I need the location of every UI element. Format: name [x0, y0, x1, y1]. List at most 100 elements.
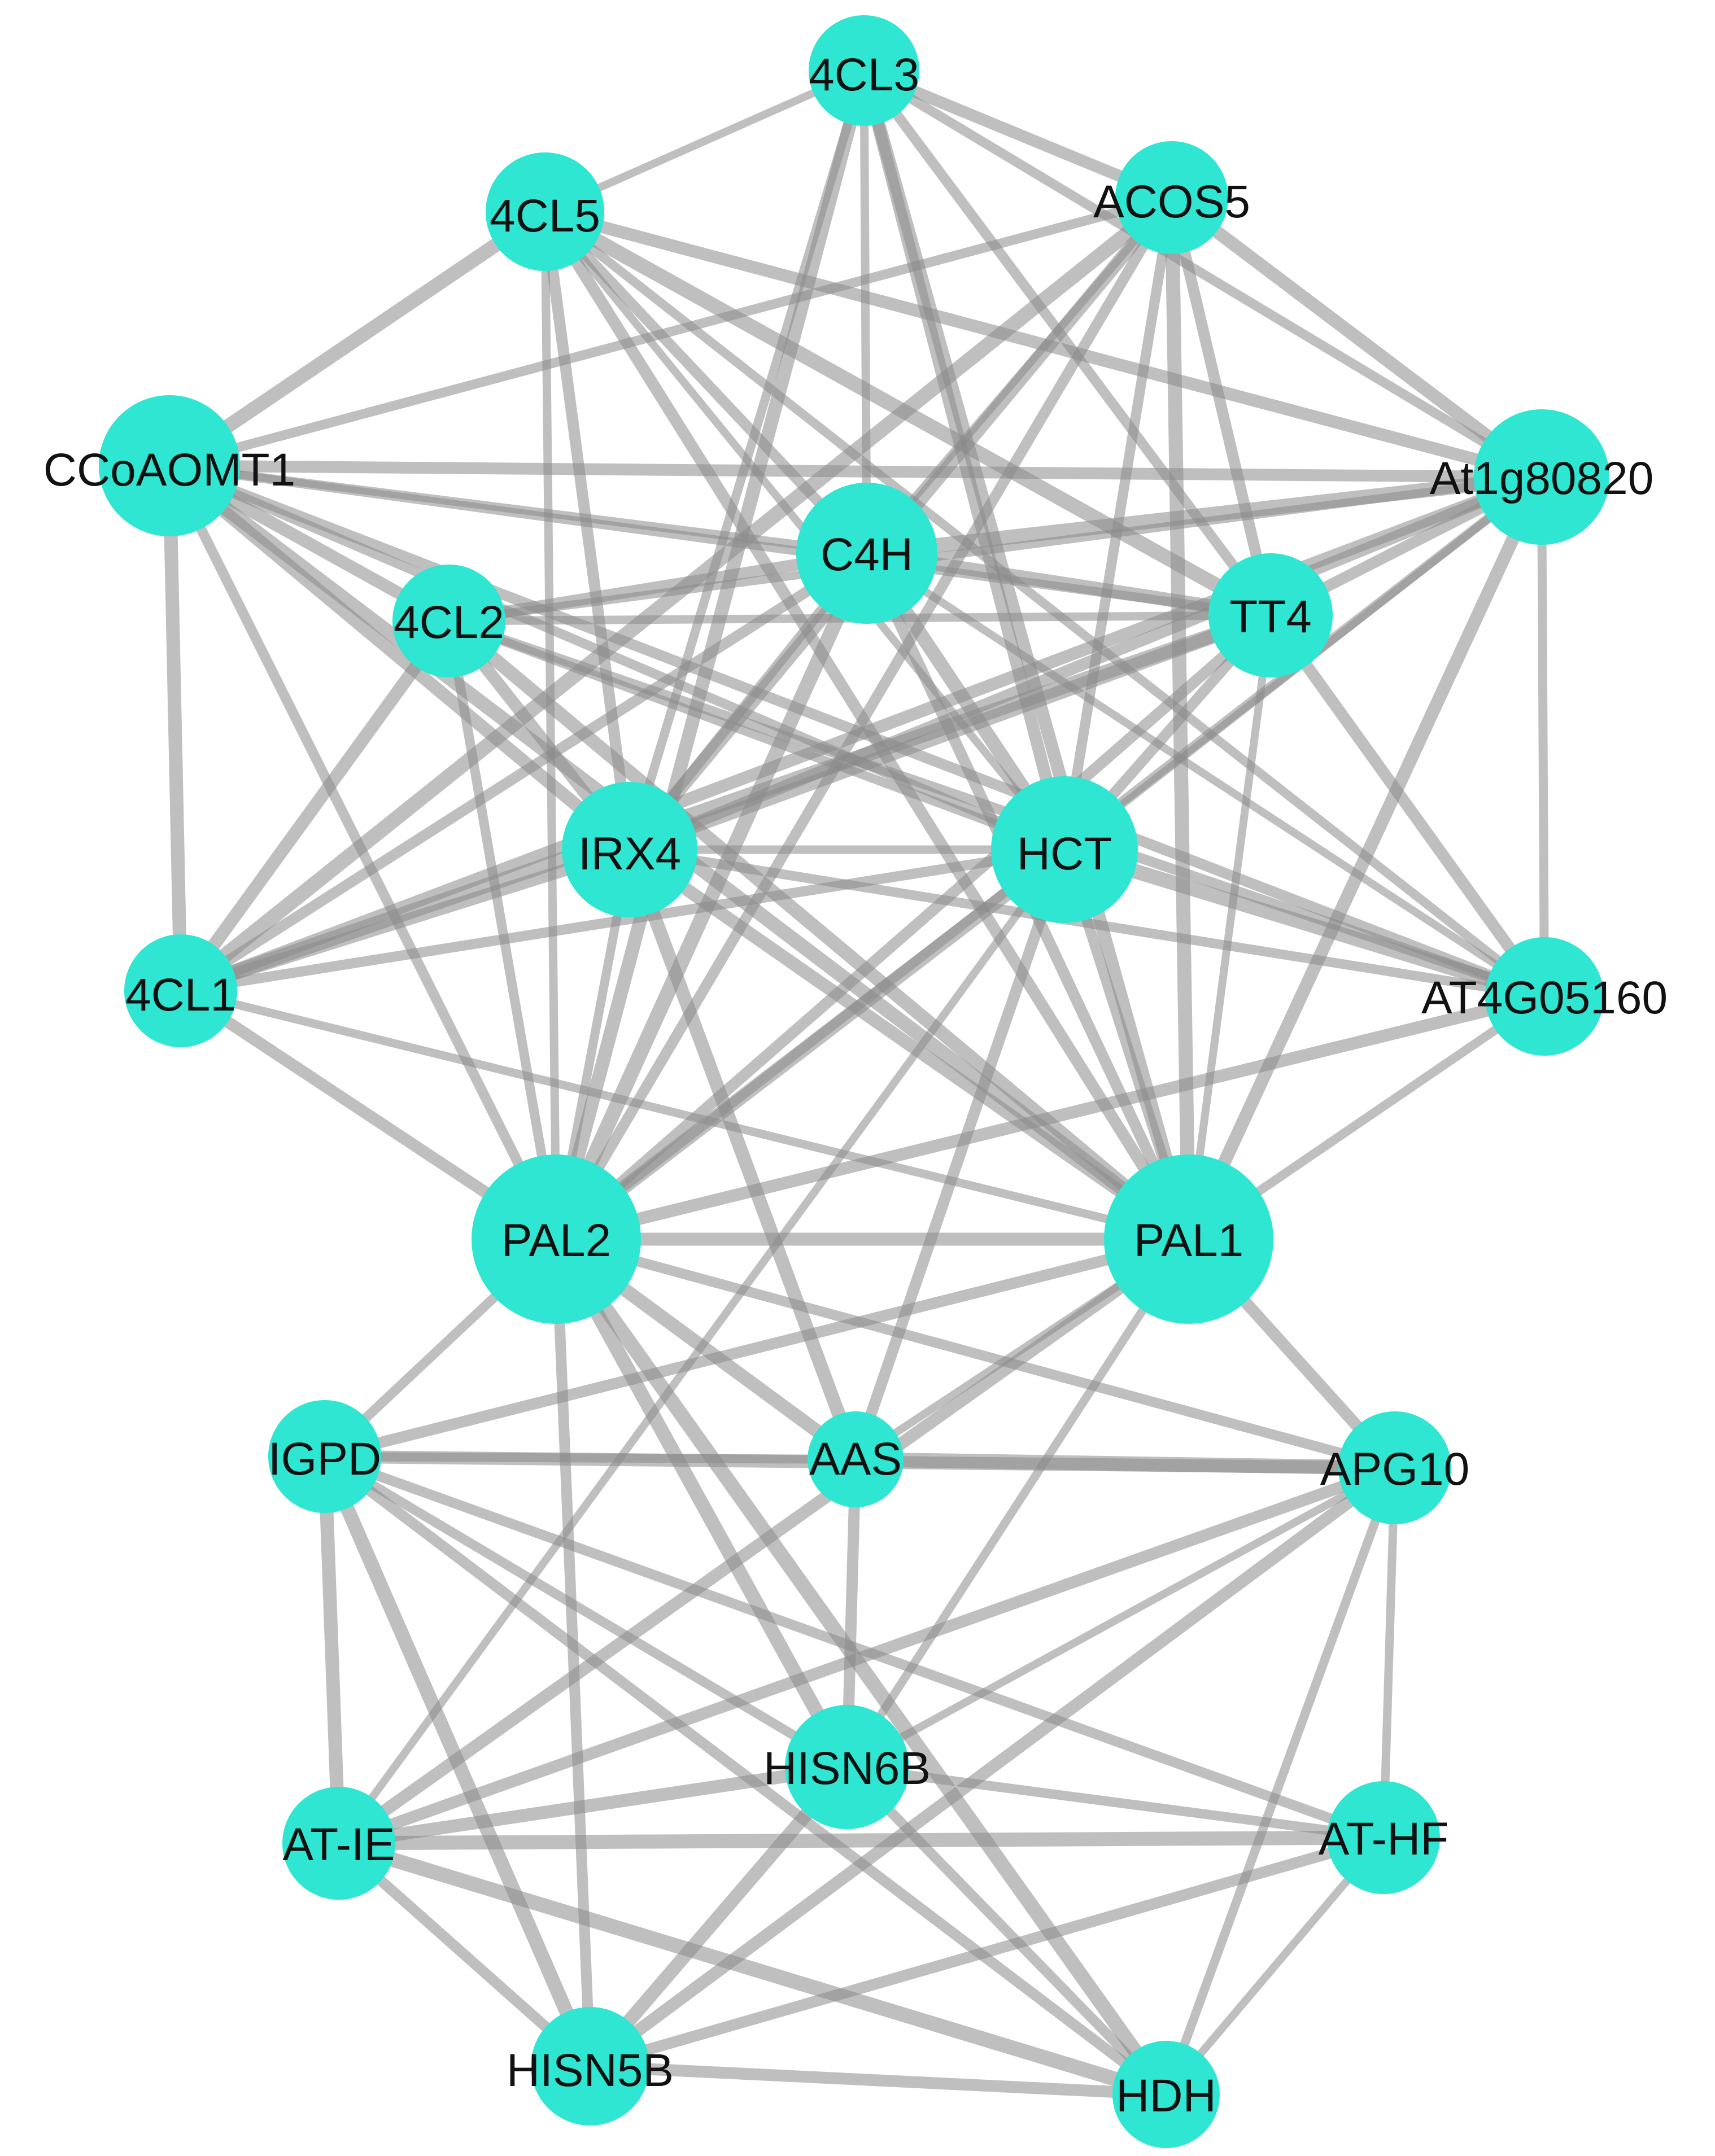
node-circle-HDH[interactable]: [1112, 2041, 1220, 2148]
edge-HISN6B-HISN5B: [584, 1763, 853, 2071]
edge-TT4-AT4G05160: [1265, 611, 1550, 1000]
edge-APG10-AT-HF: [1379, 1467, 1399, 1838]
edge-CCoAOMT1-At1g80820: [169, 460, 1542, 483]
node-circle-4CL3[interactable]: [809, 15, 919, 126]
node-circle-TT4[interactable]: [1208, 553, 1333, 677]
node-label-CCoAOMT1: CCoAOMT1: [43, 444, 296, 496]
edge-AT-HF-HISN5B: [588, 1832, 1385, 2072]
node-At1g80820[interactable]: At1g80820: [1430, 409, 1654, 545]
node-circle-CCoAOMT1[interactable]: [99, 395, 240, 536]
edge-HISN5B-HDH: [590, 2060, 1167, 2101]
node-label-IRX4: IRX4: [578, 828, 681, 880]
node-circle-HCT[interactable]: [991, 776, 1138, 923]
node-CCoAOMT1[interactable]: CCoAOMT1: [43, 395, 296, 536]
node-circle-AAS[interactable]: [808, 1411, 904, 1507]
edge-AT-IE-AT-HF: [338, 1830, 1384, 1851]
edge-HCT-AT4G05160: [1062, 842, 1547, 1004]
node-PAL2[interactable]: PAL2: [472, 1154, 641, 1324]
edge-APG10-AT-IE: [337, 1462, 1397, 1849]
node-HISN5B[interactable]: HISN5B: [507, 2007, 674, 2126]
edge-4CL1-PAL1: [180, 986, 1190, 1244]
edge-TT4-PAL1: [1185, 615, 1275, 1240]
edge-4CL2-PAL2: [444, 620, 561, 1240]
node-circle-AT-HF[interactable]: [1327, 1781, 1440, 1894]
node-label-AT4G05160: AT4G05160: [1421, 972, 1668, 1024]
node-circle-APG10[interactable]: [1338, 1411, 1451, 1524]
edge-IGPD-AT-IE: [318, 1456, 346, 1844]
node-label-ACOS5: ACOS5: [1093, 176, 1250, 228]
node-AAS[interactable]: AAS: [808, 1411, 904, 1507]
node-circle-4CL1[interactable]: [124, 934, 237, 1047]
node-4CL5[interactable]: 4CL5: [486, 152, 604, 271]
edge-4CL5-AT4G05160: [542, 208, 1547, 1000]
node-ACOS5[interactable]: ACOS5: [1093, 141, 1250, 254]
node-label-IGPD: IGPD: [268, 1433, 381, 1485]
node-circle-IGPD[interactable]: [268, 1400, 381, 1513]
node-C4H[interactable]: C4H: [796, 483, 937, 624]
node-circle-AT-IE[interactable]: [282, 1787, 395, 1900]
node-label-AAS: AAS: [809, 1433, 902, 1485]
node-circle-4CL5[interactable]: [486, 152, 604, 271]
node-label-4CL3: 4CL3: [809, 49, 919, 100]
edge-HISN6B-AT-IE: [338, 1760, 848, 1850]
node-label-4CL1: 4CL1: [125, 969, 236, 1021]
node-label-HDH: HDH: [1116, 2070, 1216, 2122]
node-label-PAL2: PAL2: [501, 1215, 612, 1266]
edge-4CL5-IRX4: [539, 211, 635, 851]
node-4CL3[interactable]: 4CL3: [809, 15, 919, 126]
edge-HCT-4CL1: [180, 845, 1066, 996]
node-circle-At1g80820[interactable]: [1474, 409, 1609, 545]
edge-PAL1-IGPD: [323, 1234, 1190, 1462]
edge-4CL5-C4H: [541, 208, 871, 557]
edge-CCoAOMT1-PAL2: [164, 463, 561, 1242]
edge-PAL1-AT-IE: [335, 1234, 1193, 1848]
node-circle-C4H[interactable]: [796, 483, 937, 624]
node-circle-PAL2[interactable]: [472, 1154, 641, 1324]
node-4CL2[interactable]: 4CL2: [392, 565, 505, 677]
node-circle-HISN5B[interactable]: [531, 2007, 649, 2126]
edge-ACOS5-C4H: [863, 195, 1175, 556]
node-IRX4[interactable]: IRX4: [562, 782, 697, 917]
edge-AT-IE-HDH: [337, 1836, 1168, 2102]
node-AT-HF[interactable]: AT-HF: [1319, 1781, 1449, 1894]
node-PAL1[interactable]: PAL1: [1104, 1154, 1273, 1324]
node-label-HISN6B: HISN6B: [763, 1743, 931, 1794]
edge-IRX4-PAL1: [626, 844, 1193, 1245]
edge-C4H-PAL2: [549, 550, 874, 1243]
node-label-TT4: TT4: [1229, 591, 1312, 642]
edge-C4H-4CL1: [177, 548, 870, 996]
node-label-HCT: HCT: [1017, 828, 1112, 880]
node-HISN6B[interactable]: HISN6B: [763, 1705, 931, 1829]
edge-APG10-HISN6B: [845, 1464, 1397, 1771]
node-HDH[interactable]: HDH: [1112, 2041, 1220, 2148]
edge-4CL2-PAL1: [444, 615, 1193, 1245]
node-APG10[interactable]: APG10: [1320, 1411, 1469, 1524]
node-label-AT-IE: AT-IE: [283, 1819, 395, 1870]
node-circle-ACOS5[interactable]: [1115, 141, 1228, 254]
node-4CL1[interactable]: 4CL1: [124, 934, 237, 1047]
node-IGPD[interactable]: IGPD: [268, 1400, 381, 1513]
edge-IGPD-HISN5B: [318, 1454, 597, 2069]
node-AT4G05160[interactable]: AT4G05160: [1421, 937, 1668, 1056]
node-label-PAL1: PAL1: [1134, 1215, 1244, 1266]
edge-PAL2-HISN5B: [551, 1239, 596, 2067]
node-circle-AT4G05160[interactable]: [1485, 937, 1604, 1056]
node-HCT[interactable]: HCT: [991, 776, 1138, 923]
edge-PAL1-HISN6B: [843, 1236, 1193, 1770]
node-circle-IRX4[interactable]: [562, 782, 697, 917]
node-circle-PAL1[interactable]: [1104, 1154, 1273, 1324]
node-label-AT-HF: AT-HF: [1319, 1813, 1449, 1865]
edge-IRX4-4CL1: [178, 843, 632, 997]
node-label-HISN5B: HISN5B: [507, 2045, 674, 2096]
edge-4CL2-4CL1: [175, 617, 455, 995]
node-circle-HISN6B[interactable]: [785, 1705, 909, 1829]
edge-IRX4-AAS: [623, 847, 862, 1462]
edge-At1g80820-PAL1: [1182, 474, 1548, 1242]
node-label-4CL5: 4CL5: [490, 190, 600, 242]
node-TT4[interactable]: TT4: [1208, 553, 1333, 677]
node-circle-4CL2[interactable]: [392, 565, 505, 677]
edge-4CL3-At1g80820: [861, 66, 1544, 482]
node-AT-IE[interactable]: AT-IE: [282, 1787, 395, 1900]
